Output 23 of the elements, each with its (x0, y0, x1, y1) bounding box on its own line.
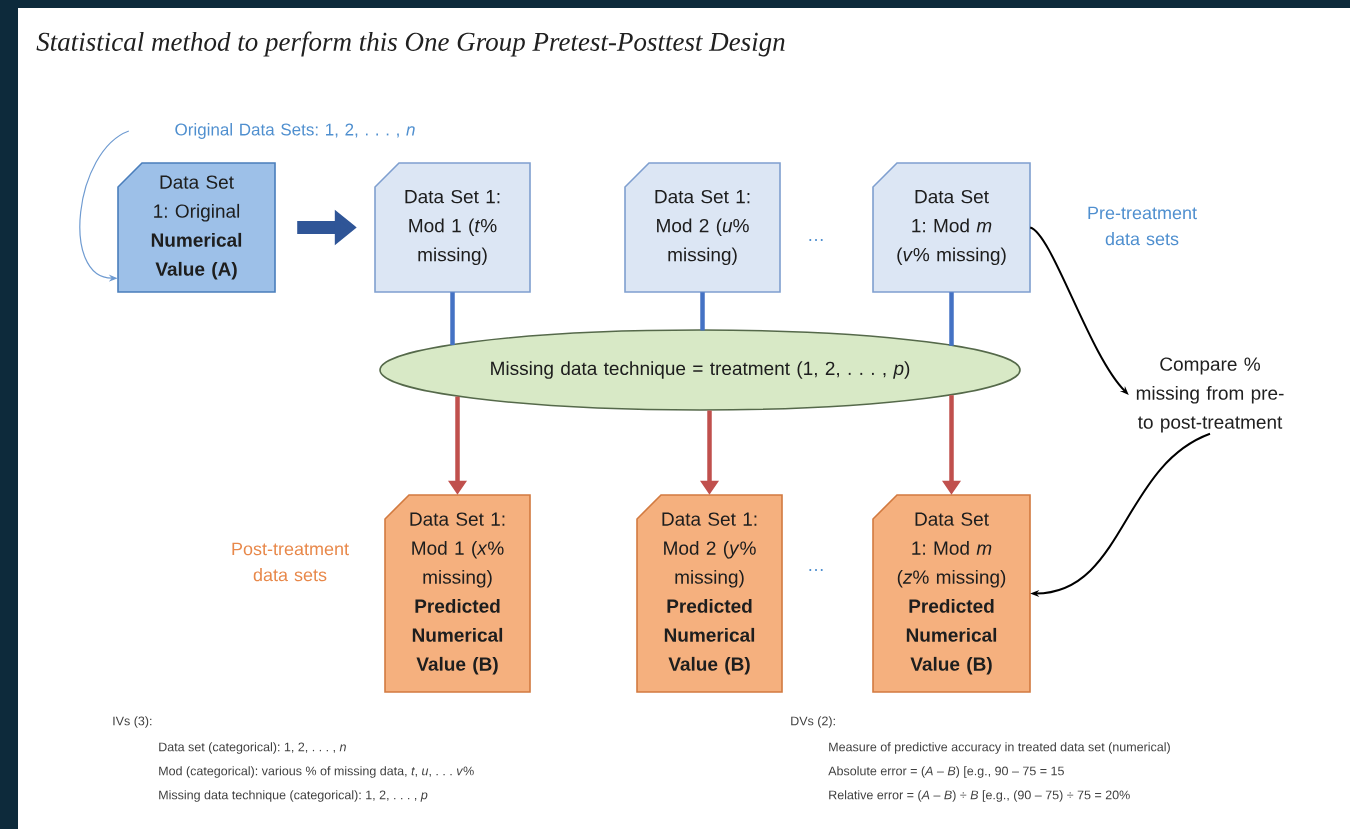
data-set-card: Data Set 1: Original Numerical Value (A) (117, 162, 276, 293)
data-set-card: Data Set 1: Mod 1 (t% missing) (374, 162, 531, 293)
note-text: Post-treatment data sets (232, 542, 349, 582)
note-text: Compare % missing from pre- to post-treatment (1136, 357, 1284, 433)
title: Statistical method to perform this One Group Pretest-Posttest Design (36, 31, 785, 57)
ellipsis: … (809, 569, 823, 571)
note-text: DVs (2): (791, 716, 835, 728)
note-text: Mod (categorical): various % of missing data, t, u, . . . v% (159, 766, 474, 778)
ellipsis: … (809, 239, 823, 241)
note-text: Missing data technique (categorical): 1, 2, . . . , p (159, 790, 428, 802)
data-set-card: Data Set 1: Mod 2 (u% missing) (624, 162, 781, 293)
note-text: Absolute error = (A – B) [e.g., 90 – 75 = 15 (828, 766, 1064, 778)
data-set-card: Data Set 1: Mod m (z% missing) Predicted Numerical Value (B) (872, 494, 1031, 693)
note-text: Original Data Sets: 1, 2, . . . , n (175, 123, 415, 139)
data-set-card: Data Set 1: Mod 2 (y% missing) Predicted Numerical Value (B) (636, 494, 783, 693)
data-set-card: Data Set 1: Mod 1 (x% missing) Predicted Numerical Value (B) (384, 494, 531, 693)
note-text: Measure of predictive accuracy in treated data set (numerical) (829, 742, 1170, 754)
note-text: IVs (3): (113, 716, 152, 728)
data-set-card: Data Set 1: Mod m (v% missing) (872, 162, 1031, 293)
note-text: Data set (categorical): 1, 2, . . . , n (159, 742, 346, 754)
note-text: Pre-treatment data sets (1088, 206, 1197, 246)
arrow (1029, 226, 1129, 395)
note-text: Relative error = (A – B) ÷ B [e.g., (90 – 75) ÷ 75 = 20% (829, 790, 1130, 802)
